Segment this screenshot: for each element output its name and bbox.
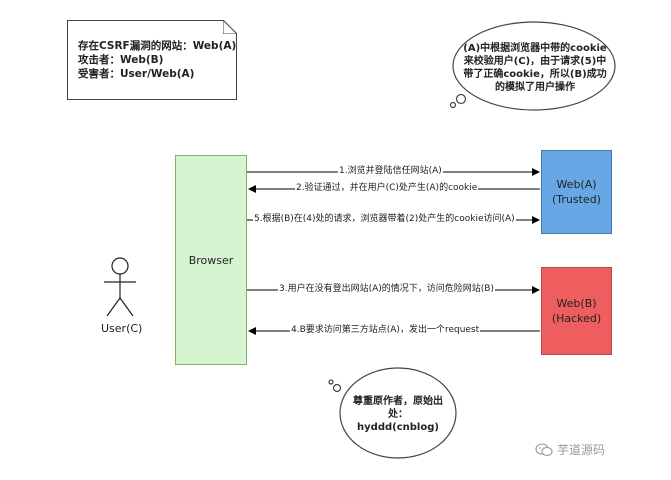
arrow-4-label: 4.B要求访问第三方站点(A)，发出一个request <box>290 325 481 336</box>
arrow-1-label: 1.浏览并登陆信任网站(A) <box>338 166 443 177</box>
bubble-bottom-text: 尊重原作者，原始出 处： hyddd(cnblog) <box>348 395 448 434</box>
note-line-3: 受害者：User/Web(A) <box>78 68 195 80</box>
arrow-2-label: 2.验证通过，并在用户(C)处产生(A)的cookie <box>295 183 479 194</box>
browser-label: Browser <box>188 253 234 267</box>
note-fold-corner <box>223 20 237 34</box>
bubble-top-line-4: 的模拟了用户操作 <box>495 82 575 93</box>
bubble-top-line-2: 来校验用户(C)，由于请求(5)中 <box>463 56 607 67</box>
watermark: 芋道源码 <box>535 441 605 458</box>
watermark-text: 芋道源码 <box>557 443 606 457</box>
bubble-bottom-line-3: hyddd(cnblog) <box>357 422 439 433</box>
bubble-bottom-line-1: 尊重原作者，原始出 <box>353 396 443 407</box>
user-stick-figure <box>104 257 136 317</box>
summary-note: 存在CSRF漏洞的网站：Web(A) 攻击者：Web(B) 受害者：User/W… <box>67 20 237 100</box>
web-a-sublabel: (Trusted) <box>552 193 601 206</box>
bubble-top-text: (A)中根据浏览器中带的cookie 来校验用户(C)，由于请求(5)中 带了正… <box>460 42 610 94</box>
arrow-5-label: 5.根据(B)在(4)处的请求，浏览器带着(2)处产生的cookie访问(A) <box>253 214 516 225</box>
note-line-1: 存在CSRF漏洞的网站：Web(A) <box>78 40 237 52</box>
thought-bubble-bottom <box>328 367 457 459</box>
bubble-top-line-3: 带了正确cookie，所以(B)成功 <box>463 69 607 80</box>
web-b-sublabel: (Hacked) <box>551 312 602 325</box>
web-a-label: Web(A) <box>556 178 597 191</box>
arrow-3-label: 3.用户在没有登出网站(A)的情况下，访问危险网站(B) <box>278 284 495 295</box>
bubble-top-line-1: (A)中根据浏览器中带的cookie <box>463 43 607 54</box>
note-line-2: 攻击者：Web(B) <box>78 54 164 66</box>
bubble-bottom-line-2: 处： <box>388 409 408 420</box>
wechat-icon <box>535 442 553 456</box>
web-a-box: Web(A) (Trusted) <box>541 150 612 234</box>
browser-box: Browser <box>175 155 247 365</box>
web-b-label: Web(B) <box>556 297 597 310</box>
web-b-box: Web(B) (Hacked) <box>541 267 612 355</box>
thought-bubble-top <box>449 21 616 111</box>
user-label: User(C) <box>101 322 143 335</box>
